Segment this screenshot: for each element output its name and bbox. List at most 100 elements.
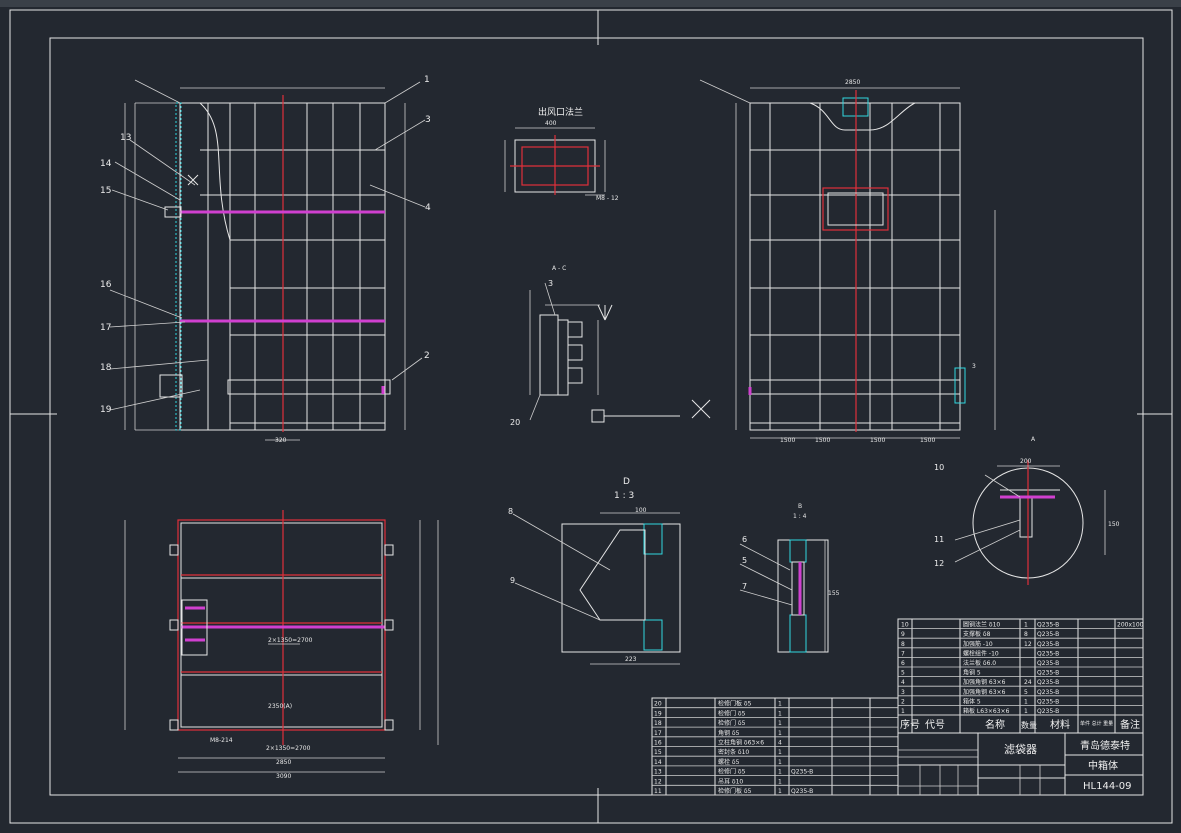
parts-lower-qty: 1 [778, 730, 782, 737]
parts-lower-no: 19 [654, 710, 662, 717]
parts-upper-qty: 1 [1024, 708, 1028, 715]
left-view-leaders [109, 79, 426, 411]
parts-upper-mat: Q235-B [1037, 708, 1059, 715]
parts-lower-name: 检修门 δ5 [718, 709, 746, 717]
parts-lower-no: 11 [654, 788, 662, 795]
parts-upper-no: 7 [901, 650, 905, 657]
parts-upper-name: 箱板 L63×63×6 [963, 707, 1010, 715]
balloon-4: 4 [425, 203, 431, 213]
right-view-dim-labels: 2850 1500 1500 1500 1500 3 [780, 79, 976, 444]
plan-dim-inner: 2350(A) [268, 703, 292, 710]
parts-upper-no: 6 [901, 660, 905, 667]
balloon-19: 19 [100, 405, 112, 415]
parts-lower-no: 16 [654, 740, 662, 747]
detail-b-view [739, 539, 829, 653]
parts-lower-no: 20 [654, 701, 662, 708]
parts-lower-no: 15 [654, 749, 662, 756]
flange-dim-bottom: M8 - 12 [596, 195, 619, 202]
flange-view [504, 127, 606, 196]
title-block [897, 732, 1144, 796]
window-top-strip [0, 0, 1181, 7]
parts-list-upper [897, 618, 1144, 734]
detail-d-view [512, 512, 681, 665]
parts-lower-no: 18 [654, 720, 662, 727]
parts-upper-no: 9 [901, 631, 905, 638]
section-balloon-20: 20 [510, 418, 520, 427]
header-code: 代号 [925, 719, 945, 731]
header-qty: 数量 [1021, 720, 1037, 730]
parts-lower-qty: 1 [778, 788, 782, 795]
parts-lower-qty: 1 [778, 720, 782, 727]
parts-lower-name: 检修门 δ5 [718, 768, 746, 776]
parts-upper-no: 5 [901, 670, 905, 677]
parts-upper-name: 加强筋 -10 [963, 640, 993, 648]
parts-upper-note: 200x100 [1117, 622, 1144, 629]
detail-a-dim-h: 150 [1108, 521, 1120, 528]
parts-lower-no: 12 [654, 778, 662, 785]
sheet-frame [9, 9, 1173, 824]
parts-lower-no: 14 [654, 759, 662, 766]
parts-upper-name: 加强角钢 63×6 [963, 688, 1006, 696]
detail-d-scale: 1 : 3 [614, 491, 634, 501]
title-company: 青岛德泰特 [1080, 739, 1130, 752]
detail-a-title: A [1031, 436, 1036, 443]
parts-lower-no: 13 [654, 769, 662, 776]
parts-upper-name: 法兰板 δ6.0 [963, 659, 996, 667]
parts-lower-mat: Q235-B [791, 788, 813, 795]
parts-lower-qty: 1 [778, 749, 782, 756]
right-bottom-dim-3: 1500 [870, 437, 885, 444]
balloon-15: 15 [100, 186, 111, 196]
balloon-17: 17 [100, 323, 111, 333]
header-note: 备注 [1120, 718, 1140, 731]
parts-upper-name: 加强角钢 63×6 [963, 678, 1006, 686]
right-bottom-dim-1: 1500 [780, 437, 795, 444]
section-ac-view [529, 282, 711, 423]
parts-upper-name: 螺栓组件 -10 [963, 649, 999, 657]
detail-b-balloon-5: 5 [742, 556, 747, 565]
right-balloon-3: 3 [972, 363, 976, 370]
parts-upper-name: 支撑板 δ8 [963, 630, 991, 638]
parts-lower-name: 检修门 δ5 [718, 719, 746, 727]
header-no: 序号 [900, 718, 920, 731]
detail-d-dim-top: 100 [635, 507, 647, 514]
parts-upper-qty: 8 [1024, 631, 1028, 638]
balloon-18: 18 [100, 363, 112, 373]
detail-a-view [954, 460, 1106, 585]
parts-upper-qty: 24 [1024, 679, 1032, 686]
header-mat: 材料 [1050, 718, 1070, 731]
parts-lower-name: 吊耳 δ10 [718, 778, 743, 785]
parts-upper-name: 箱体 5 [963, 697, 981, 705]
parts-lower-qty: 1 [778, 769, 782, 776]
parts-lower-name: 角钢 δ5 [718, 729, 740, 737]
detail-a-balloon-10: 10 [934, 463, 944, 472]
parts-lower-qty: 1 [778, 710, 782, 717]
parts-upper-qty: 1 [1024, 698, 1028, 705]
detail-d-dim-w: 223 [625, 656, 637, 663]
parts-lower-name: 检修门板 δ5 [718, 700, 752, 708]
detail-b-balloon-7: 7 [742, 582, 747, 591]
parts-lower-name: 立柱角钢 δ63×6 [718, 739, 764, 747]
parts-upper-no: 1 [901, 708, 905, 715]
detail-b-title: B [798, 503, 802, 510]
detail-b-scale: 1 : 4 [793, 513, 807, 520]
plan-note: M8-214 [210, 737, 233, 744]
detail-d-balloon-8: 8 [508, 507, 513, 516]
parts-upper-no: 3 [901, 689, 905, 696]
parts-upper-name: 角钢 5 [963, 669, 981, 677]
parts-lower-qty: 1 [778, 778, 782, 785]
parts-upper-mat: Q235-B [1037, 679, 1059, 686]
title-drawing-no: HL144-09 [1083, 781, 1132, 792]
plan-dim-bottom-2: 2850 [276, 759, 291, 766]
plan-dim-bottom-3: 3090 [276, 773, 291, 780]
parts-lower-qty: 1 [778, 759, 782, 766]
parts-upper-qty: 5 [1024, 689, 1028, 696]
front-view-right [699, 79, 996, 439]
parts-upper-no: 10 [901, 622, 909, 629]
right-top-dim: 2850 [845, 79, 860, 86]
parts-upper-mat: Q235-B [1037, 670, 1059, 677]
parts-upper-no: 4 [901, 679, 905, 686]
parts-lower-mat: Q235-B [791, 769, 813, 776]
header-name: 名称 [985, 718, 1005, 731]
flange-title: 出风口法兰 [538, 106, 583, 118]
